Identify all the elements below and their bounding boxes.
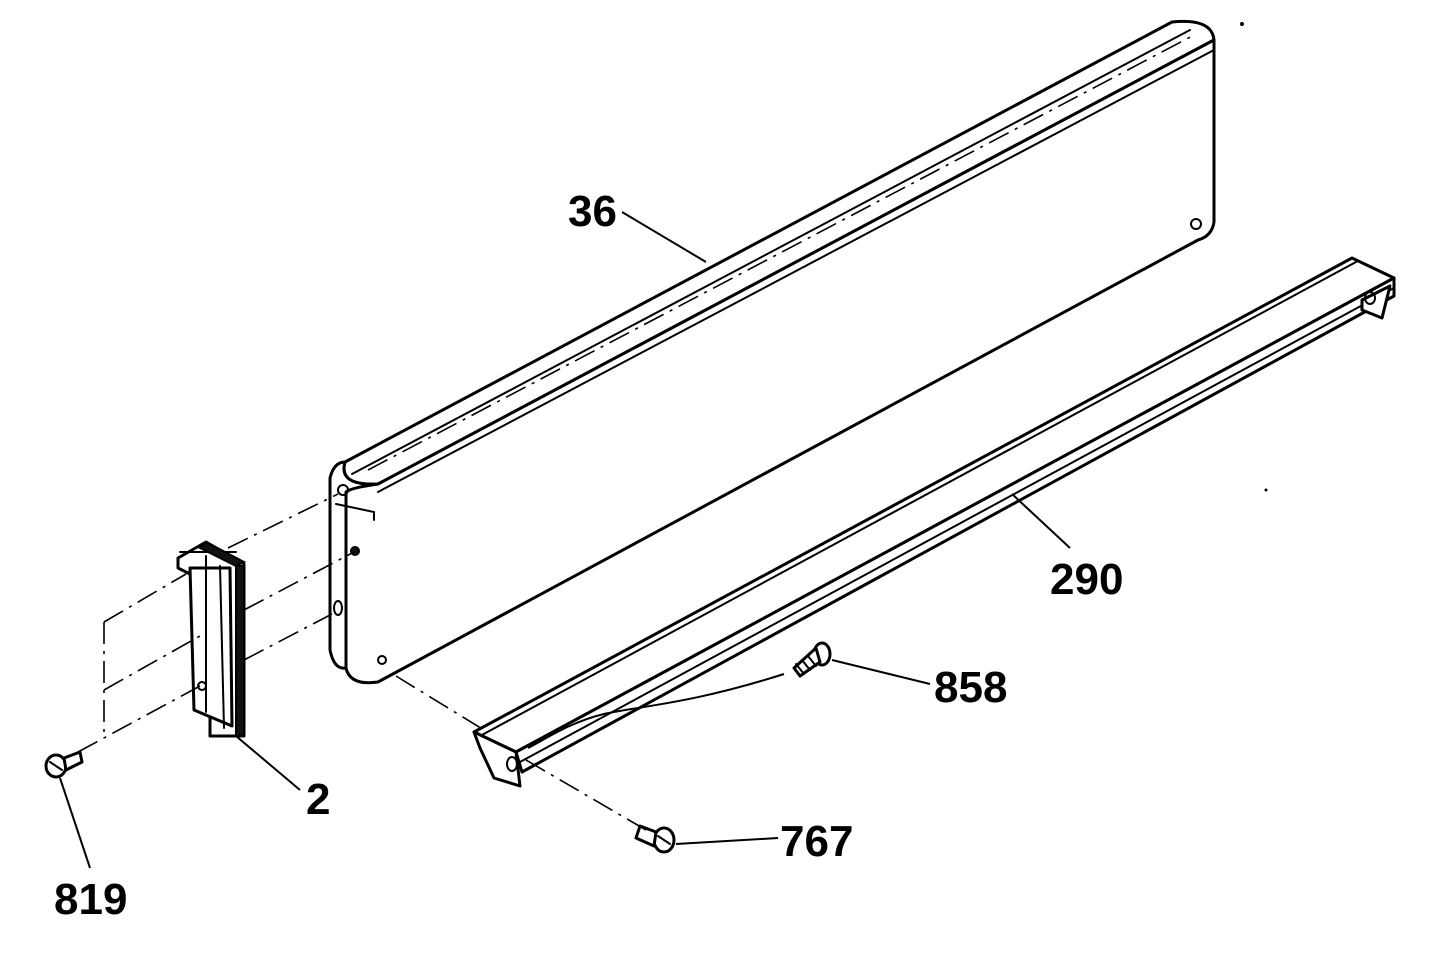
- screw-part-767: [634, 824, 676, 854]
- bracket-part-2: [176, 540, 247, 738]
- panel-hole-top: [337, 484, 349, 496]
- screw-part-858: [792, 641, 832, 678]
- panel-hole-far: [1190, 218, 1202, 230]
- assembly-lines: [77, 493, 647, 831]
- speck-2: [1264, 488, 1268, 492]
- panel-part-36: [328, 19, 1216, 685]
- rail-hole-far: [1364, 291, 1376, 305]
- panel-hole-bottom: [377, 655, 387, 665]
- speck-1: [1240, 22, 1244, 26]
- callout-36: 36: [568, 187, 617, 236]
- screw-part-819: [44, 750, 84, 779]
- callout-858: 858: [934, 663, 1007, 712]
- rail-hole-near: [506, 756, 518, 772]
- callout-290: 290: [1050, 555, 1123, 604]
- callout-767: 767: [780, 817, 853, 866]
- rail-part-290: [472, 256, 1396, 788]
- leader-lines: [59, 211, 1071, 869]
- panel-slot: [333, 600, 343, 616]
- bracket-hole: [197, 681, 207, 691]
- callout-2: 2: [306, 775, 330, 824]
- callout-819: 819: [54, 875, 127, 924]
